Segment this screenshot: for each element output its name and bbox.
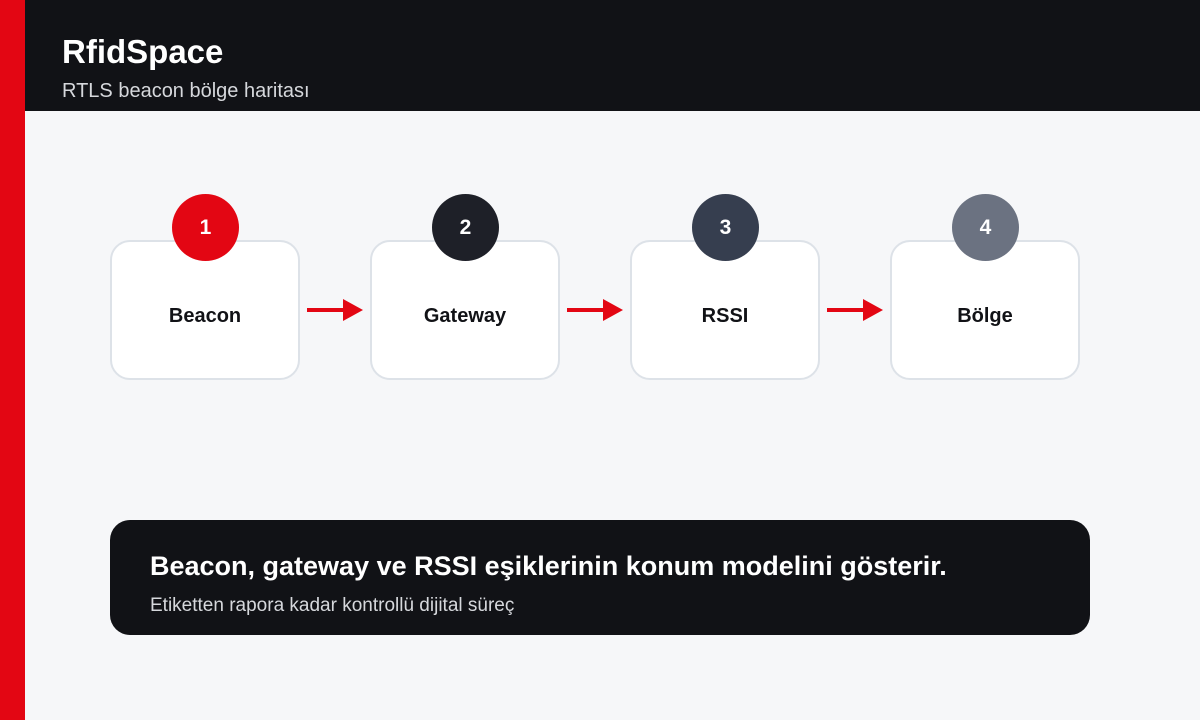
arrow-right-icon bbox=[827, 299, 883, 321]
brand-title: RfidSpace bbox=[62, 33, 224, 70]
summary-title: Beacon, gateway ve RSSI eşiklerinin konu… bbox=[150, 551, 947, 581]
step-card-gateway: Gateway bbox=[370, 240, 560, 380]
step-card-beacon: Beacon bbox=[110, 240, 300, 380]
brand-subtitle: RTLS beacon bölge haritası bbox=[62, 80, 310, 102]
step-card-rssi: RSSI bbox=[630, 240, 820, 380]
summary-panel: Beacon, gateway ve RSSI eşiklerinin konu… bbox=[110, 520, 1090, 635]
arrow-right-icon bbox=[307, 299, 363, 321]
step-card-bolge: Bölge bbox=[890, 240, 1080, 380]
step-badge-4: 4 bbox=[952, 194, 1019, 261]
step-badge-3: 3 bbox=[692, 194, 759, 261]
step-label: Beacon bbox=[168, 305, 242, 327]
step-badge-1: 1 bbox=[172, 194, 239, 261]
step-label: Gateway bbox=[423, 305, 507, 327]
arrow-right-icon bbox=[567, 299, 623, 321]
summary-subtitle: Etiketten rapora kadar kontrollü dijital… bbox=[150, 595, 515, 616]
accent-bar bbox=[0, 0, 25, 720]
step-label: RSSI bbox=[701, 305, 749, 327]
step-badge-2: 2 bbox=[432, 194, 499, 261]
step-label: Bölge bbox=[957, 305, 1013, 327]
header: RfidSpace RTLS beacon bölge haritası bbox=[25, 0, 1200, 111]
